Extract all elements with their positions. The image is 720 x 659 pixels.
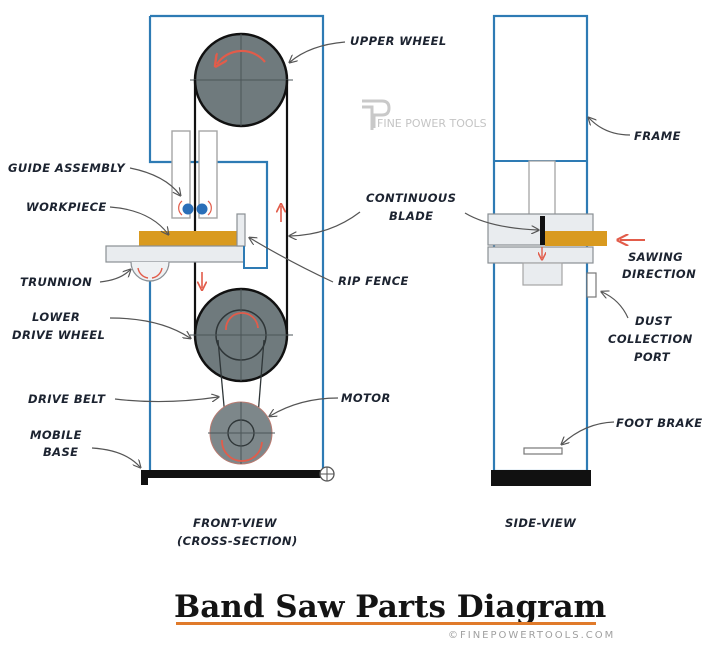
- label-frame: FRAME: [634, 129, 681, 143]
- foot-brake: [523, 447, 563, 455]
- label-sawing-direction-1: SAWING: [628, 250, 683, 264]
- title-underline: [176, 622, 596, 625]
- mobile-base-foot: [141, 470, 148, 485]
- rip-fence: [236, 213, 246, 247]
- label-drive-belt: DRIVE BELT: [28, 392, 106, 406]
- workpiece: [139, 231, 237, 246]
- upper-wheel: [190, 32, 293, 128]
- side-blade: [540, 216, 545, 245]
- lower-drive-wheel: [190, 287, 293, 383]
- watermark-text: FINE POWER TOOLS: [377, 117, 487, 130]
- label-rip-fence: RIP FENCE: [338, 274, 409, 288]
- label-mobile-base-1: MOBILE: [30, 428, 82, 442]
- fence-bracket: [243, 240, 268, 269]
- label-sawing-direction-2: DIRECTION: [622, 267, 696, 281]
- continuous-blade: [193, 80, 289, 330]
- label-trunnion: TRUNNION: [20, 275, 92, 289]
- trunnion: [130, 261, 170, 282]
- label-upper-wheel: UPPER WHEEL: [350, 34, 447, 48]
- label-lower-drive-wheel-2: DRIVE WHEEL: [12, 328, 105, 342]
- label-dust-collection-1: DUST: [635, 314, 672, 328]
- rotation-arrow-icon: [217, 49, 266, 64]
- table: [105, 245, 245, 263]
- copyright: ©FINEPOWERTOOLS.COM: [448, 630, 615, 641]
- label-workpiece: WORKPIECE: [26, 200, 107, 214]
- fpt-logo-icon: [362, 99, 391, 130]
- caster-wheel-icon: [319, 466, 335, 482]
- side-view-caption: SIDE-VIEW: [505, 516, 577, 530]
- labels: UPPER WHEEL GUIDE ASSEMBLY WORKPIECE CON…: [8, 34, 703, 548]
- side-base: [491, 470, 591, 486]
- side-view: [487, 14, 645, 486]
- watermark: FINE POWER TOOLS: [362, 99, 487, 130]
- front-view: [105, 14, 335, 485]
- label-foot-brake: FOOT BRAKE: [616, 416, 703, 430]
- label-motor: MOTOR: [341, 391, 391, 405]
- front-view-caption-2: (CROSS-SECTION): [177, 534, 298, 548]
- side-workpiece: [545, 231, 607, 246]
- page-title: Band Saw Parts Diagram: [174, 589, 607, 625]
- label-dust-collection-2: COLLECTION: [608, 332, 693, 346]
- label-continuous-blade-2: BLADE: [389, 209, 433, 223]
- leader-lines: [91, 41, 631, 467]
- label-lower-drive-wheel-1: LOWER: [32, 310, 80, 324]
- front-view-caption-1: FRONT-VIEW: [193, 516, 278, 530]
- mobile-base: [141, 470, 325, 478]
- side-table-base: [487, 246, 594, 264]
- label-guide-assembly: GUIDE ASSEMBLY: [8, 161, 126, 175]
- label-mobile-base-2: BASE: [43, 445, 78, 459]
- side-guide-post: [528, 160, 556, 217]
- label-continuous-blade-1: CONTINUOUS: [366, 191, 456, 205]
- motor: [208, 401, 275, 465]
- dust-collection-port: [586, 272, 597, 298]
- side-trunnion: [522, 262, 563, 286]
- label-dust-collection-3: PORT: [634, 350, 671, 364]
